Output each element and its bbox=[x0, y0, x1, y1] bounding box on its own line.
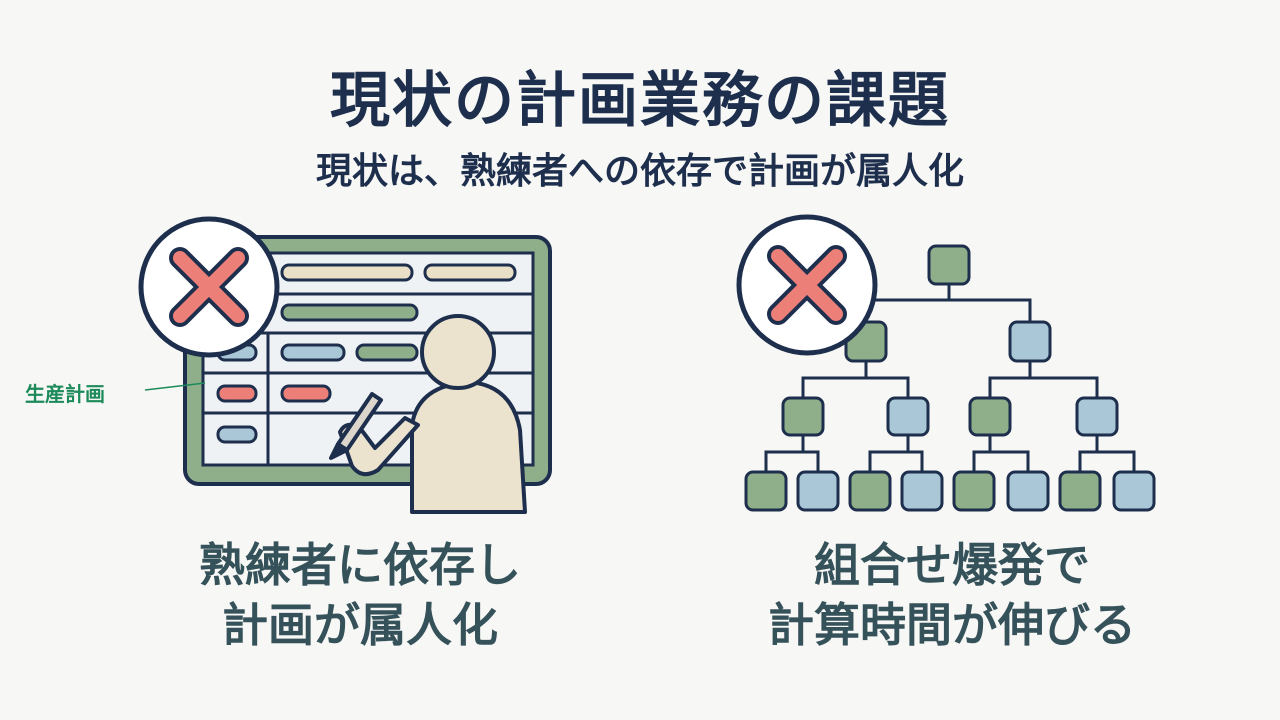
tree-node bbox=[1112, 470, 1156, 512]
tree-node bbox=[968, 396, 1012, 437]
left-caption-line2: 計画が属人化 bbox=[222, 598, 498, 652]
board-bar bbox=[280, 263, 414, 282]
label-connector bbox=[144, 382, 206, 391]
tree-node bbox=[848, 470, 892, 512]
right-caption: 組合せ爆発で 計算時間が伸びる bbox=[672, 535, 1232, 655]
tree-node bbox=[1008, 320, 1052, 363]
tree-node bbox=[781, 396, 825, 437]
board-bar bbox=[280, 303, 419, 322]
tree-node bbox=[927, 244, 971, 286]
tree-node bbox=[886, 396, 930, 437]
page-subtitle: 現状は、熟練者への依存で計画が属人化 bbox=[315, 151, 964, 192]
tree-node bbox=[1058, 470, 1102, 512]
page-title: 現状の計画業務の課題 bbox=[330, 66, 950, 136]
tree-node bbox=[744, 470, 788, 512]
expert-person bbox=[329, 314, 527, 514]
board-bar bbox=[280, 343, 346, 362]
combination-tree bbox=[744, 244, 1156, 512]
tree-node bbox=[796, 470, 840, 512]
tree-node bbox=[900, 470, 944, 512]
tree-node bbox=[1075, 396, 1119, 437]
tree-node bbox=[1006, 470, 1050, 512]
board-bar bbox=[423, 263, 517, 282]
left-caption: 熟練者に依存し 計画が属人化 bbox=[80, 535, 640, 655]
board-bar bbox=[216, 425, 258, 444]
x-mark-icon bbox=[736, 214, 878, 356]
board-bar bbox=[280, 384, 332, 403]
right-caption-line2: 計算時間が伸びる bbox=[768, 598, 1136, 652]
board-bar bbox=[355, 343, 419, 362]
left-caption-line1: 熟練者に依存し bbox=[199, 538, 521, 592]
board-label: 生産計画 bbox=[25, 382, 105, 406]
x-mark-icon bbox=[138, 216, 280, 358]
right-caption-line1: 組合せ爆発で bbox=[814, 538, 1090, 592]
tree-node bbox=[952, 470, 996, 512]
board-bar bbox=[216, 384, 258, 403]
